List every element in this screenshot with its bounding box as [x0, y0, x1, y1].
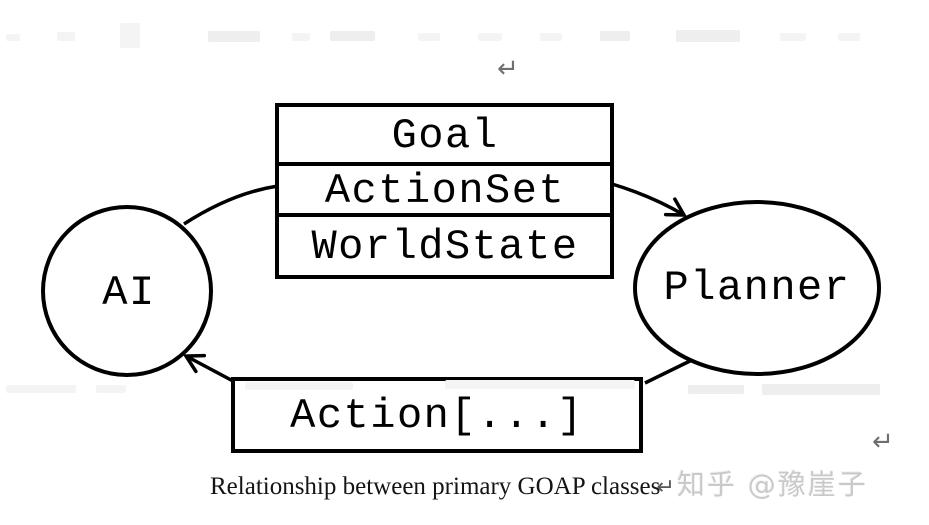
- faint-print-artifact: [445, 380, 635, 389]
- data-box-row-actionset: ActionSet: [324, 167, 566, 215]
- data-box-row-worldstate: WorldState: [311, 223, 579, 271]
- caption-row: Relationship between primary GOAP classe…: [210, 468, 868, 502]
- faint-print-artifact: [418, 33, 440, 41]
- faint-print-artifact: [838, 33, 860, 41]
- faint-print-artifact: [120, 23, 140, 48]
- ai-node-label: AI: [102, 269, 156, 317]
- faint-print-artifact: [676, 30, 740, 42]
- edge-planner-to-actionbox: [644, 358, 693, 385]
- faint-print-artifact: [540, 33, 562, 41]
- faint-print-artifact: [762, 384, 880, 395]
- right-return-mark: ↵: [872, 427, 894, 457]
- faint-print-artifact: [600, 31, 630, 41]
- faint-print-artifact: [245, 382, 353, 390]
- faint-print-artifact: [6, 385, 76, 393]
- planner-node-ellipse: [633, 200, 881, 376]
- edge-actionbox-to-ai: [182, 353, 234, 383]
- action-box-rect: [231, 377, 643, 453]
- top-return-mark: ↵: [497, 54, 519, 84]
- faint-print-artifact: [478, 33, 502, 41]
- data-box-rect: [275, 103, 614, 279]
- faint-print-artifact: [57, 32, 75, 41]
- faint-print-artifact: [688, 385, 744, 394]
- figure-caption: Relationship between primary GOAP classe…: [210, 473, 661, 500]
- planner-node-label: Planner: [663, 264, 851, 312]
- faint-print-artifact: [96, 385, 126, 393]
- edge-ai-to-databox: [183, 184, 279, 226]
- ai-node-circle: [41, 205, 213, 377]
- faint-print-artifact: [6, 34, 20, 41]
- data-box-row-goal: Goal: [391, 112, 499, 160]
- faint-print-artifact: [780, 33, 806, 41]
- faint-print-artifact: [292, 33, 310, 41]
- action-box-label: Action[...]: [290, 392, 584, 440]
- edge-databox-to-planner: [611, 182, 688, 217]
- faint-print-artifact: [330, 31, 375, 41]
- caption-return-mark: ↵: [656, 475, 675, 500]
- zhihu-watermark: 知乎 @豫崖子: [676, 468, 868, 501]
- faint-print-artifact: [208, 31, 260, 42]
